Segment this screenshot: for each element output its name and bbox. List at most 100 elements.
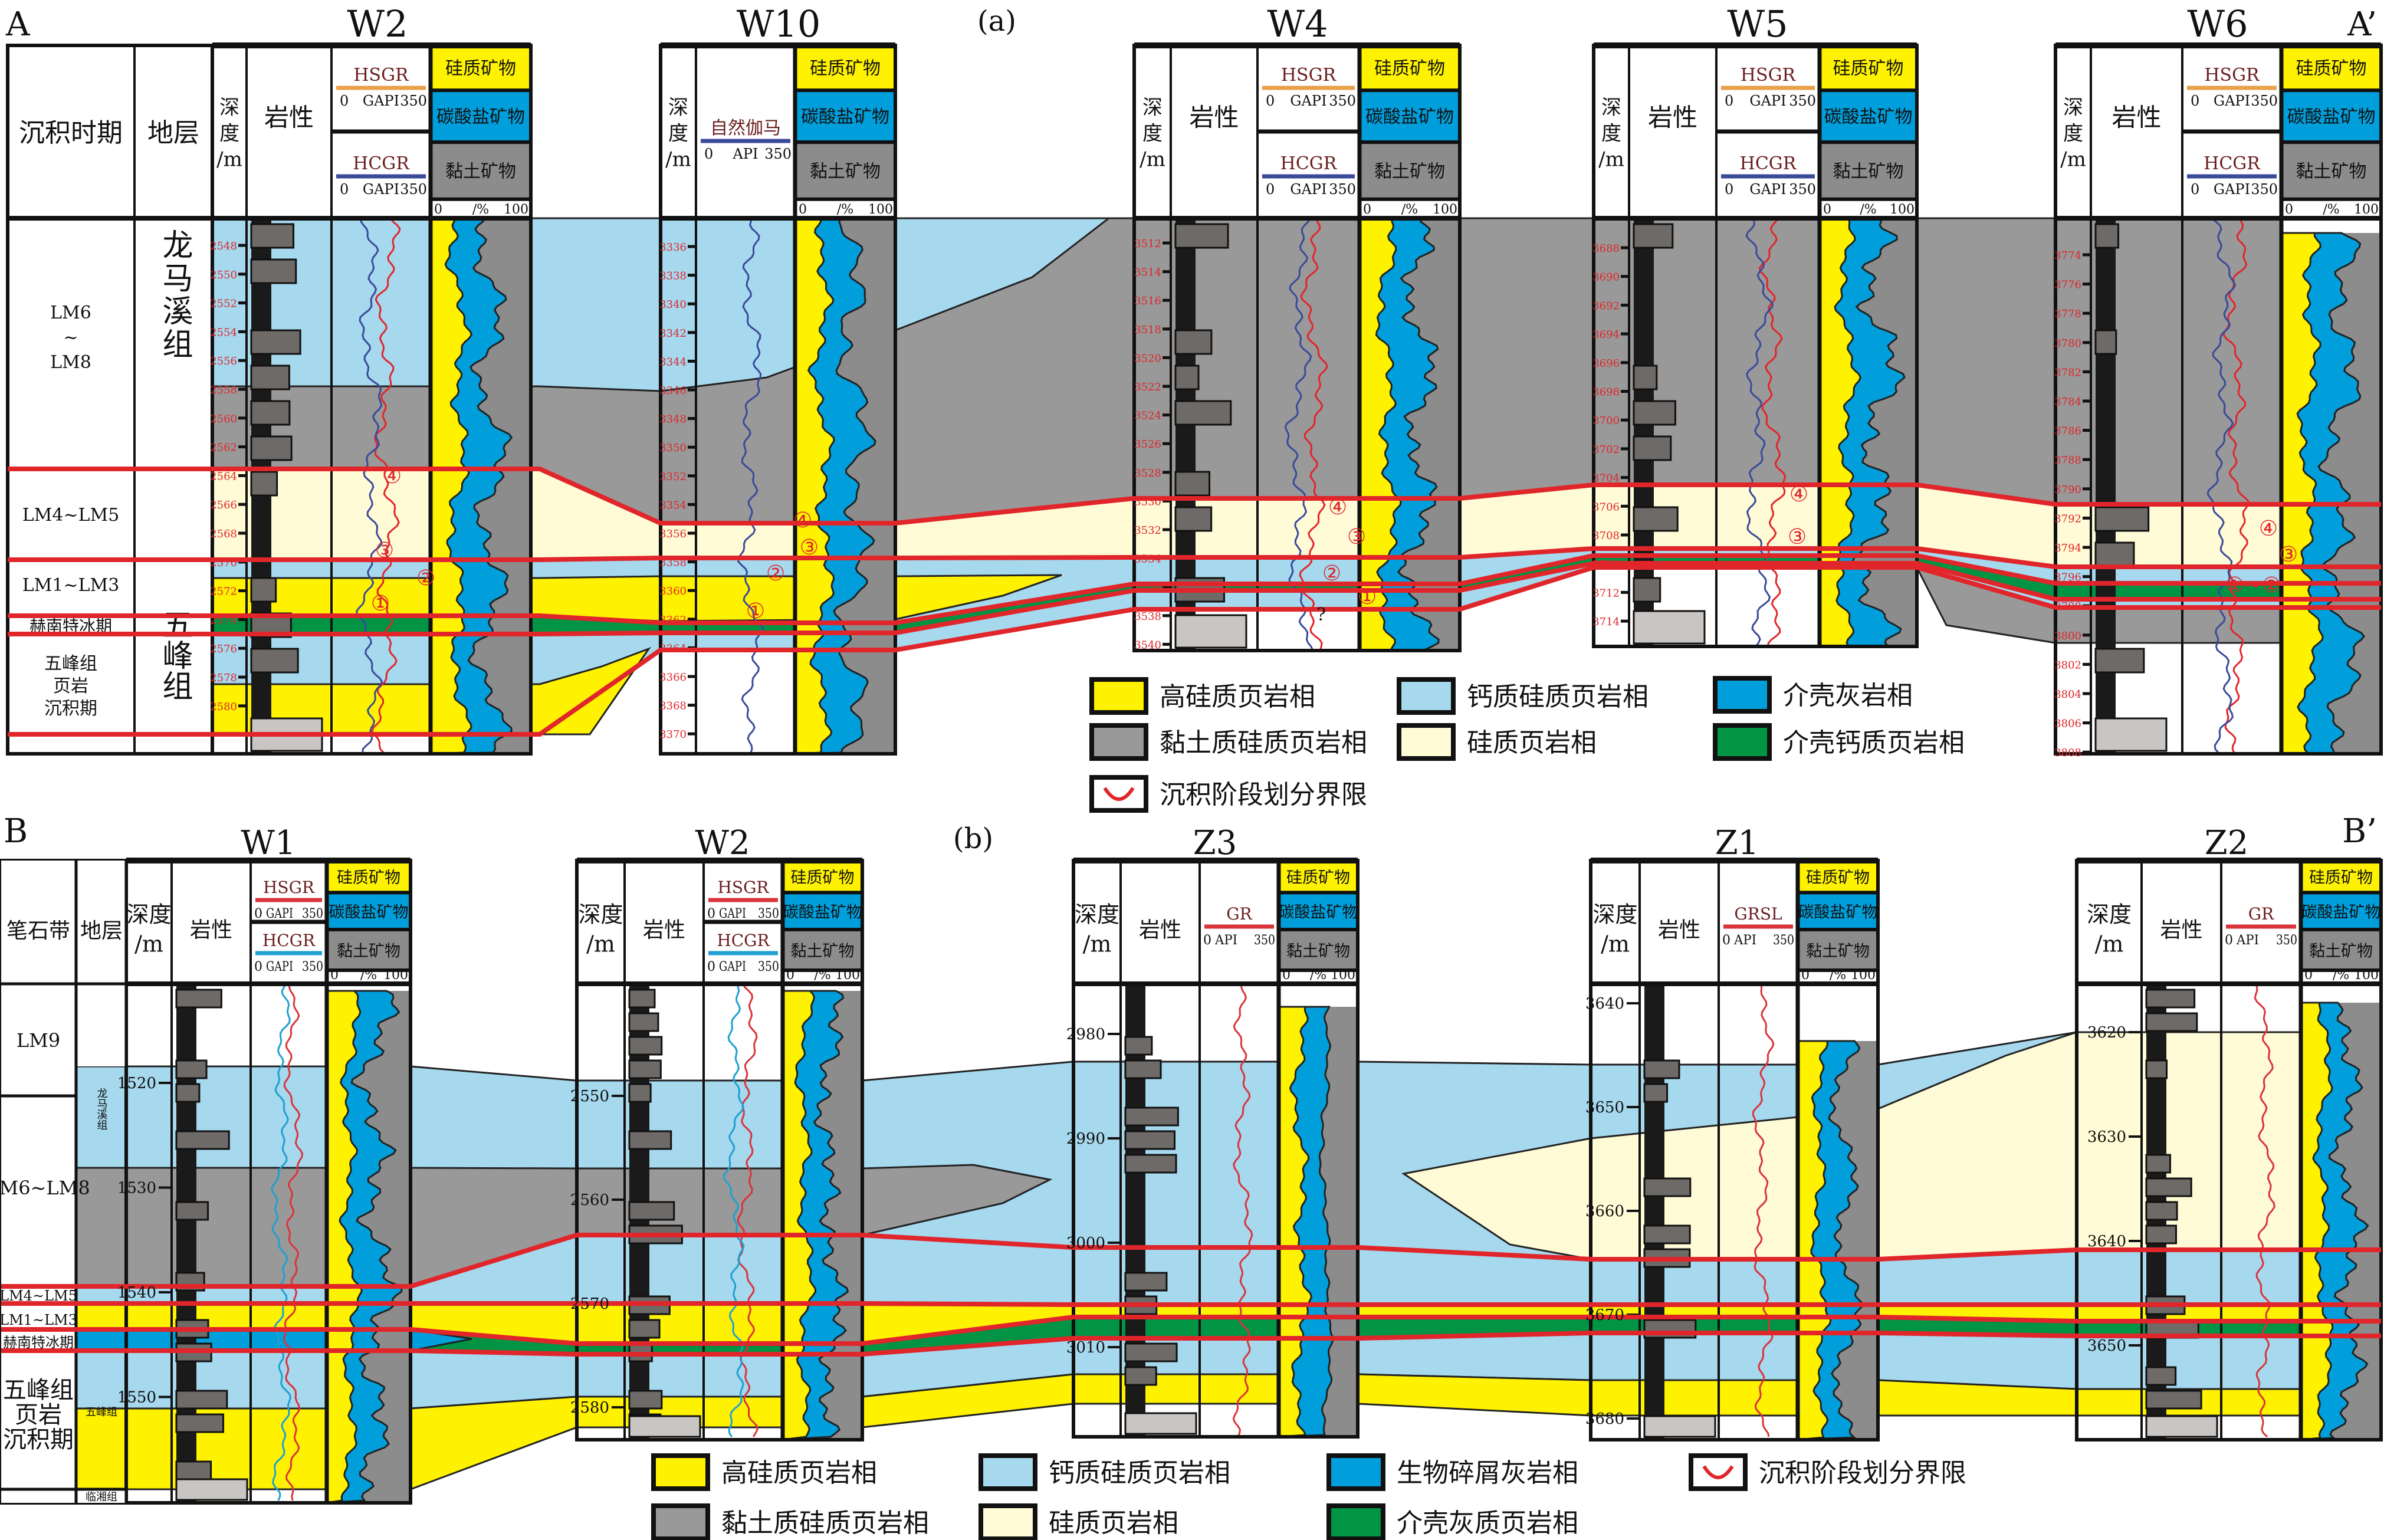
depth-label: 3788	[2054, 454, 2081, 467]
zone-label: 五峰组	[3, 1377, 74, 1404]
depth-label: 3702	[1592, 444, 1620, 456]
log-scale-min: 0	[1266, 93, 1275, 109]
depth-label: 3534	[1134, 553, 1161, 566]
log-name: HSGR	[263, 878, 315, 897]
percent-scale-max: 100	[1890, 202, 1915, 217]
well-name: W10	[737, 2, 821, 45]
lithology-bar	[2096, 218, 2116, 754]
lithology-header: 岩性	[264, 103, 314, 132]
legend-swatch	[1326, 1453, 1385, 1491]
percent-scale-unit: /%	[1310, 968, 1326, 983]
stage-boundary-lines	[1, 467, 2381, 1357]
lithology-block	[1633, 365, 1658, 390]
strata-label: 临湘组	[86, 1491, 117, 1503]
legend-label: 钙质硅质页岩相	[1467, 682, 1649, 712]
mineral-clay-header-label: 黏土矿物	[1374, 161, 1445, 182]
log-scale-min: 0	[707, 907, 715, 921]
silica-mineral-fill	[1278, 1006, 1313, 1438]
lithology-block	[1633, 223, 1674, 249]
lithology-block	[1124, 1342, 1178, 1362]
lithology-block	[628, 1130, 672, 1150]
depth-label: 3620	[2087, 1024, 2126, 1042]
depth-label: 3512	[1134, 238, 1161, 250]
depth-header: 深	[2063, 96, 2083, 120]
stage-boundary-a-5	[8, 565, 2381, 737]
panel-tag-a: (a)	[977, 5, 1016, 38]
legend-swatch	[1089, 677, 1148, 715]
period-label: LM1~LM3	[22, 575, 120, 596]
silica-mineral-fill	[781, 990, 817, 1441]
lithology-block	[628, 1059, 662, 1079]
log-curve-hsgr	[283, 983, 304, 1501]
depth-label: 1530	[117, 1180, 156, 1197]
lithology-block	[250, 400, 291, 426]
limestone-block	[1633, 610, 1706, 645]
log-scale-max: 350	[758, 907, 779, 921]
log-scale-max: 350	[1789, 93, 1816, 109]
depth-label: 3712	[1592, 587, 1620, 599]
legend-label: 高硅质页岩相	[1160, 682, 1315, 712]
depth-label: 2990	[1066, 1130, 1105, 1148]
lithology-bar	[1634, 218, 1654, 646]
log-name: HSGR	[717, 878, 769, 897]
lithology-block	[1124, 1106, 1179, 1127]
section-endpoint-a-prime: A’	[2347, 5, 2377, 44]
log-scale-min: 0	[1266, 181, 1275, 198]
depth-label: 3344	[659, 356, 687, 368]
percent-scale-max: 100	[1851, 968, 1876, 983]
legend-swatch	[1713, 676, 1772, 714]
depth-label: 3530	[1134, 495, 1161, 508]
log-scale-unit: GAPI	[1290, 181, 1326, 198]
lithology-header: 岩性	[1139, 918, 1181, 943]
silica-mineral-fill	[429, 217, 472, 755]
mineral-clay-header-label: 黏土矿物	[1806, 943, 1870, 961]
percent-scale-min: 0	[1801, 968, 1810, 983]
lithology-block	[628, 1319, 661, 1339]
depth-label: 3790	[2054, 484, 2081, 496]
log-scale-max: 350	[400, 181, 427, 198]
lithology-block	[175, 1390, 228, 1410]
depth-label: 2554	[210, 326, 237, 339]
depth-label: 3710	[1592, 559, 1620, 571]
log-scale-unit: API	[1214, 933, 1237, 948]
legend-swatch	[651, 1503, 710, 1540]
lithology-block	[1124, 1366, 1157, 1386]
log-name: HSGR	[353, 65, 409, 86]
percent-scale-unit: /%	[2333, 968, 2349, 983]
mineral-silica-header-label: 硅质矿物	[445, 58, 516, 79]
log-name: GR	[2248, 904, 2274, 924]
log-name: GR	[1226, 904, 1252, 924]
log-curve-gr	[1232, 983, 1253, 1437]
lithology-block	[628, 1083, 652, 1103]
depth-header: /m	[134, 931, 163, 957]
silica-mineral-fill	[2280, 232, 2324, 755]
lithology-block	[1633, 577, 1661, 603]
depth-label: 3704	[1592, 472, 1620, 485]
depth-label: 3532	[1134, 524, 1161, 537]
limestone-block	[175, 1478, 248, 1501]
well-name: W6	[2187, 2, 2248, 45]
zone-label: 沉积期	[3, 1426, 74, 1453]
well-name: Z3	[1193, 824, 1237, 862]
log-scale-max: 350	[1773, 933, 1794, 948]
depth-label: 2550	[570, 1088, 609, 1105]
log-scale-max: 350	[2276, 933, 2297, 948]
log-scale-min: 0	[340, 93, 349, 109]
depth-label: 2550	[210, 269, 237, 281]
lithology-block	[2094, 541, 2135, 567]
log-scale-min: 0	[707, 960, 715, 974]
log-curve-hcgr	[2206, 217, 2237, 753]
lithology-block	[1174, 506, 1213, 532]
depth-label: 3708	[1592, 530, 1620, 542]
stage-marker: ②	[1322, 562, 1341, 586]
legend-label: 钙质硅质页岩相	[1049, 1458, 1230, 1488]
depth-label: 3808	[2054, 747, 2081, 759]
depth-label: 3540	[1134, 639, 1161, 651]
depth-label: 2578	[210, 672, 237, 684]
section-endpoint-a: A	[5, 5, 30, 44]
log-scale-max: 350	[2251, 93, 2278, 109]
depth-label: 3340	[659, 298, 687, 311]
lithology-block	[175, 1201, 209, 1221]
stage-boundary-b-1	[1, 1233, 2381, 1289]
